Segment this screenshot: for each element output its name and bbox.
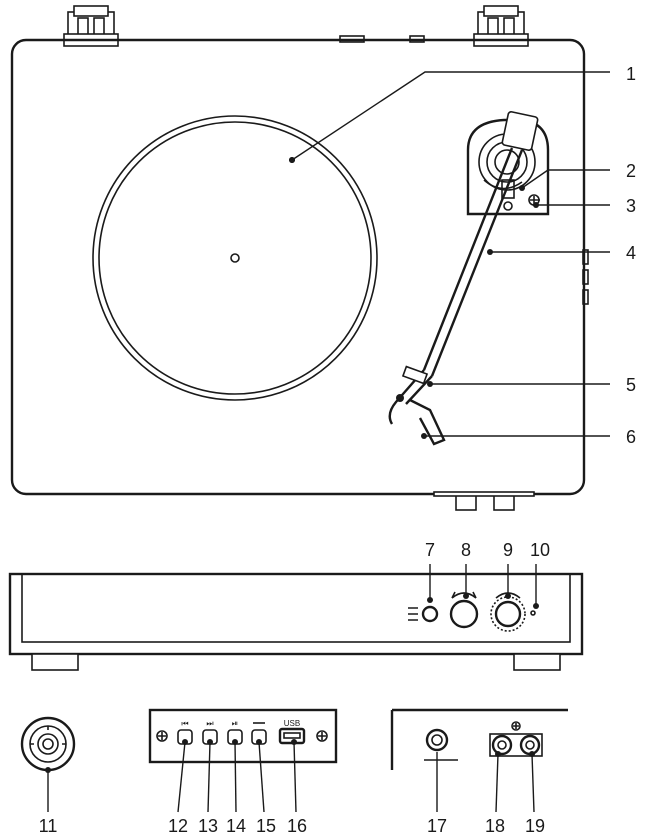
callout-4: 4: [626, 243, 636, 263]
connector-11: [20, 716, 76, 812]
turntable-body: [10, 38, 586, 496]
callout-5: 5: [626, 375, 636, 395]
plus-icon: [316, 730, 328, 742]
callout-3: 3: [626, 196, 636, 216]
callout-7: 7: [425, 540, 435, 560]
skip-previous-icon: ⏮: [181, 719, 188, 728]
usb-control-panel: ⏮ ⏭ ⏯ USB: [148, 708, 338, 764]
tonearm: [388, 111, 539, 446]
rca-output-right[interactable]: [519, 734, 541, 756]
rca-output-left[interactable]: [491, 734, 513, 756]
callout-10: 10: [530, 540, 550, 560]
callout-labels: 1 2 3 4 5 6 7 8 9 10 11 12 13 14 15 16 1…: [39, 64, 636, 836]
knob-8: [449, 591, 479, 629]
leaders-front: [427, 564, 539, 609]
callout-6: 6: [626, 427, 636, 447]
leaders-usb: [177, 739, 297, 813]
skip-next-icon: ⏭: [206, 719, 213, 728]
turntable-top-view: [10, 5, 589, 511]
leaders-top: [289, 71, 610, 439]
callout-19: 19: [525, 816, 545, 836]
turntable-front-view: [8, 572, 584, 671]
callout-15: 15: [256, 816, 276, 836]
play-pause-icon: ⏯: [232, 719, 238, 728]
foot-left: [31, 653, 79, 671]
callout-16: 16: [287, 816, 307, 836]
callout-8: 8: [461, 540, 471, 560]
front-panel-inner: [21, 573, 571, 643]
plus-icon: [511, 721, 521, 731]
side-vents: [582, 249, 589, 305]
callout-1: 1: [626, 64, 636, 84]
plus-icon: [156, 730, 168, 742]
platter: [92, 115, 378, 401]
callout-9: 9: [503, 540, 513, 560]
led-indicator: [530, 610, 536, 616]
aux-jack[interactable]: [425, 728, 449, 752]
callout-14: 14: [226, 816, 246, 836]
callout-11: 11: [39, 816, 58, 836]
headphone-jack: [408, 605, 439, 623]
callout-2: 2: [626, 161, 636, 181]
callout-18: 18: [485, 816, 505, 836]
callout-13: 13: [198, 816, 218, 836]
callout-12: 12: [168, 816, 188, 836]
foot-right: [513, 653, 561, 671]
front-lip: [433, 491, 535, 497]
usb-label: USB: [284, 719, 300, 728]
rear-input-panel: [390, 708, 568, 770]
callout-17: 17: [427, 816, 447, 836]
leaders-rear: [424, 751, 535, 813]
